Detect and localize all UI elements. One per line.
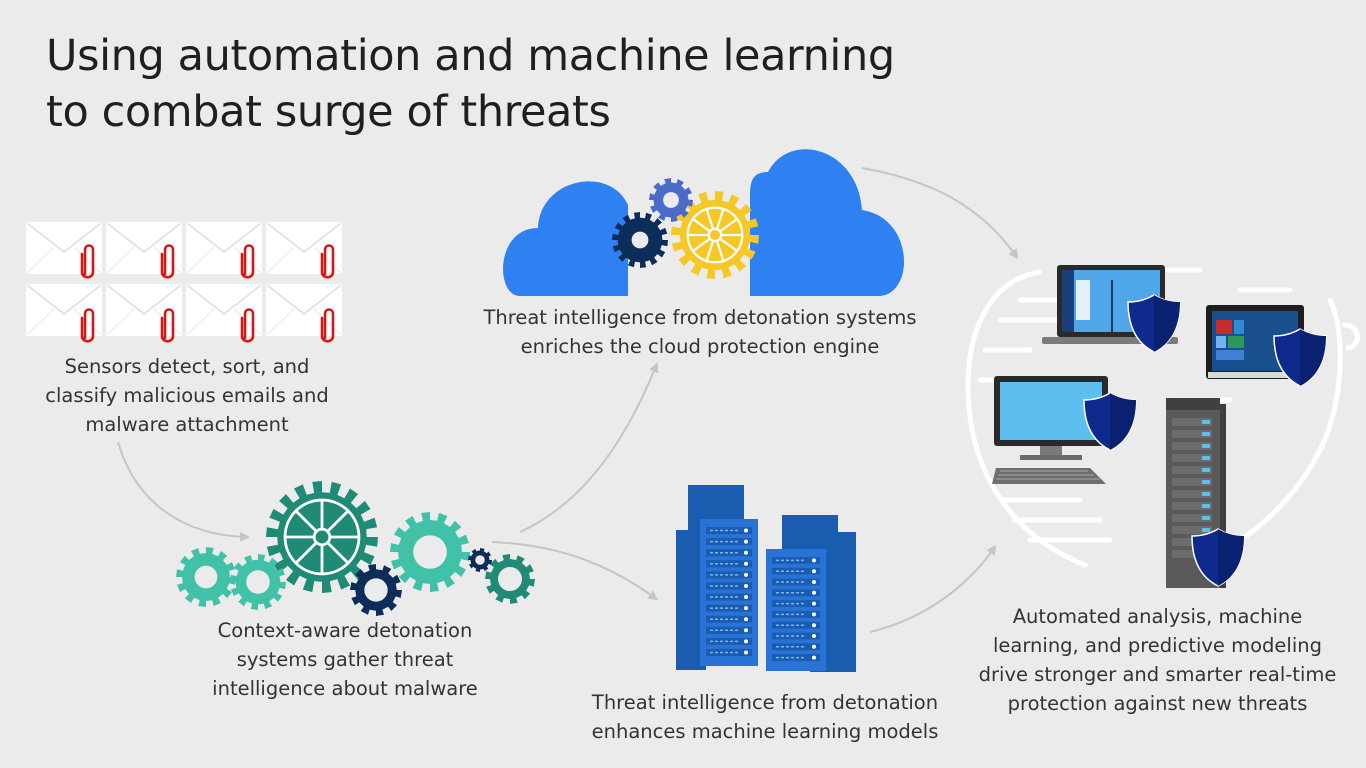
gear-icon — [350, 564, 402, 616]
envelope-icon — [25, 283, 103, 343]
gear-icon — [612, 212, 668, 268]
tower-server-icon — [1166, 398, 1226, 588]
arrow-detonation-to-cloud — [519, 362, 659, 533]
arrow-detonation-to-servers — [491, 541, 659, 601]
caption-line: learning, and predictive modeling — [993, 634, 1322, 657]
caption-line: malware attachment — [85, 413, 289, 436]
caption-line: Context-aware detonation — [217, 619, 473, 642]
cloud-protection-engine — [503, 149, 905, 296]
machine-learning-servers — [676, 485, 856, 672]
envelope-icon — [25, 221, 103, 279]
caption-line: enriches the cloud protection engine — [520, 335, 880, 358]
envelope-icon — [105, 283, 183, 343]
caption-line: Sensors detect, sort, and — [64, 355, 310, 378]
cloud-icon — [503, 181, 628, 296]
arrow-emails-to-detonation — [117, 441, 250, 542]
caption-line: drive stronger and smarter real-time — [978, 663, 1337, 686]
malicious-emails-grid — [25, 221, 343, 343]
caption-sensors: Sensors detect, sort, and classify malic… — [22, 352, 352, 439]
caption-line: Automated analysis, machine — [1012, 605, 1303, 628]
caption-line: systems gather threat — [236, 648, 454, 671]
cloud-gears — [612, 178, 759, 279]
protected-devices — [992, 265, 1327, 588]
caption-line: classify malicious emails and — [45, 384, 329, 407]
gear-icon — [390, 512, 470, 592]
envelope-icon — [265, 221, 343, 279]
caption-line: protection against new threats — [1007, 692, 1308, 715]
title-line-2: to combat surge of threats — [46, 87, 611, 137]
gear-icon — [266, 481, 378, 593]
gear-icon — [485, 554, 535, 604]
envelope-icon — [265, 283, 343, 343]
caption-line: enhances machine learning models — [591, 720, 939, 743]
cloud-icon — [750, 149, 905, 296]
title-line-1: Using automation and machine learning — [46, 31, 895, 81]
flow-arrows — [117, 167, 1019, 633]
page-title: Using automation and machine learning to… — [46, 28, 946, 140]
gear-icon — [671, 191, 759, 279]
caption-line: intelligence about malware — [212, 677, 478, 700]
caption-machine-learning: Threat intelligence from detonation enha… — [565, 688, 965, 746]
caption-protection: Automated analysis, machine learning, an… — [960, 602, 1355, 718]
envelope-icon — [185, 283, 263, 343]
gear-icon — [468, 548, 492, 572]
server-icon — [700, 519, 758, 666]
envelope-icon — [185, 221, 263, 279]
arrow-cloud-to-devices — [861, 167, 1019, 260]
arrow-servers-to-devices — [869, 544, 997, 633]
server-icon — [766, 549, 826, 671]
caption-cloud: Threat intelligence from detonation syst… — [455, 303, 945, 361]
gear-icon — [649, 178, 693, 222]
envelope-icon — [105, 221, 183, 279]
gear-icon — [176, 547, 236, 607]
caption-line: Threat intelligence from detonation syst… — [483, 306, 917, 329]
caption-detonation: Context-aware detonation systems gather … — [170, 616, 520, 703]
gear-icon — [230, 554, 286, 610]
detonation-gears — [176, 481, 535, 616]
caption-line: Threat intelligence from detonation — [591, 691, 939, 714]
